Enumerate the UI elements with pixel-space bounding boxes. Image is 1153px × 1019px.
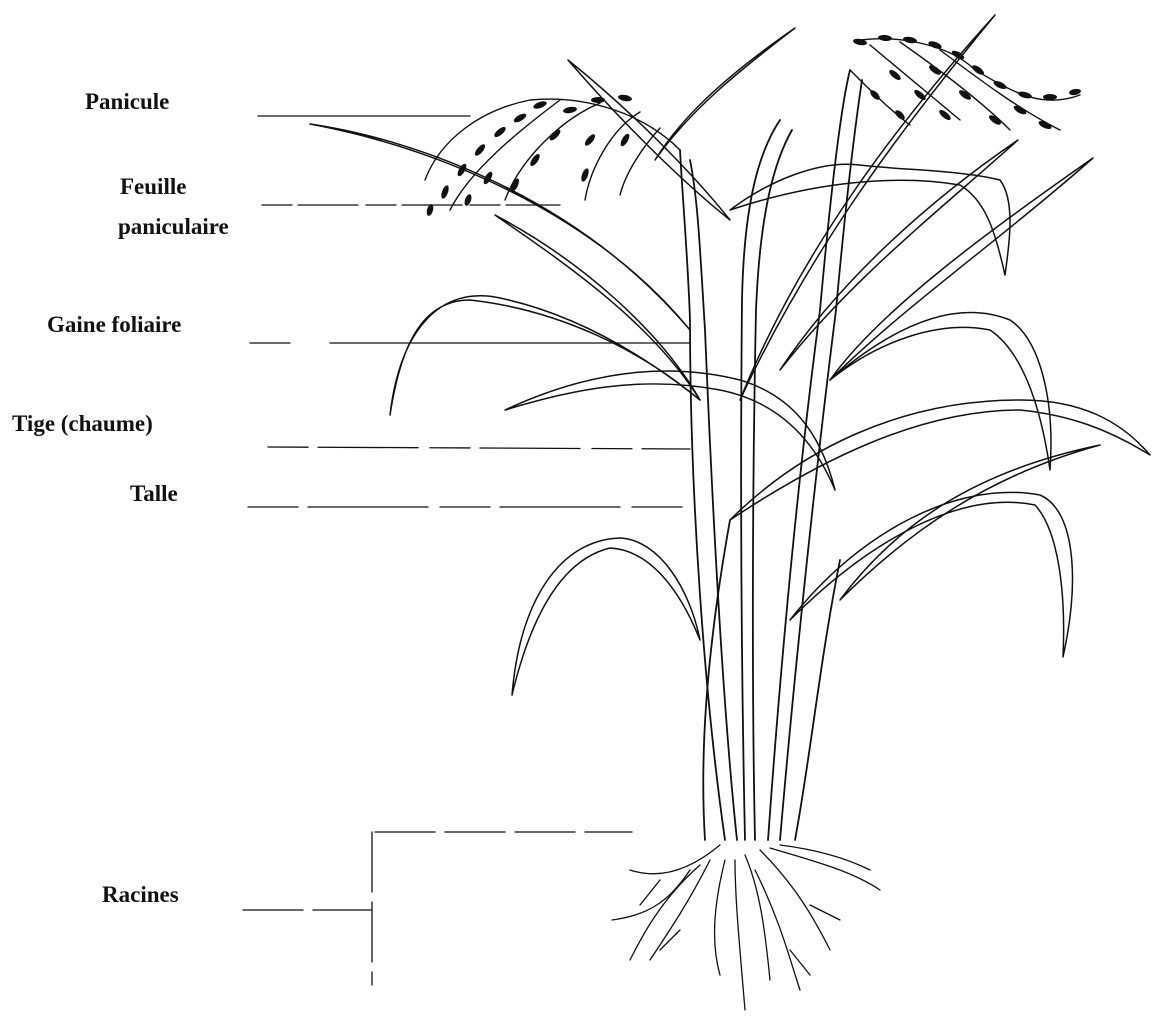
leaf-low-right bbox=[790, 492, 1072, 657]
leaves bbox=[310, 15, 1150, 695]
root-system bbox=[612, 845, 880, 1010]
leaf-low-left bbox=[512, 538, 700, 695]
leaf-top-right bbox=[740, 15, 995, 400]
leader-line-tige bbox=[268, 447, 690, 449]
leader-bracket-racines bbox=[243, 832, 632, 985]
stem-1b bbox=[690, 160, 737, 840]
stem-3b bbox=[780, 80, 862, 840]
leaf-far-right bbox=[830, 158, 1093, 380]
leaf-upper-right bbox=[780, 140, 1018, 370]
roots bbox=[612, 845, 880, 1010]
stem-2 bbox=[741, 120, 780, 840]
leaf-long-right bbox=[730, 400, 1150, 520]
leaf-arch-left bbox=[390, 296, 700, 415]
leaf-mid-horizontal bbox=[505, 371, 835, 490]
leaf-top-mid bbox=[655, 28, 795, 160]
stem-3 bbox=[768, 70, 850, 840]
leaf-flag-left bbox=[310, 124, 690, 330]
stem-1 bbox=[680, 150, 725, 840]
